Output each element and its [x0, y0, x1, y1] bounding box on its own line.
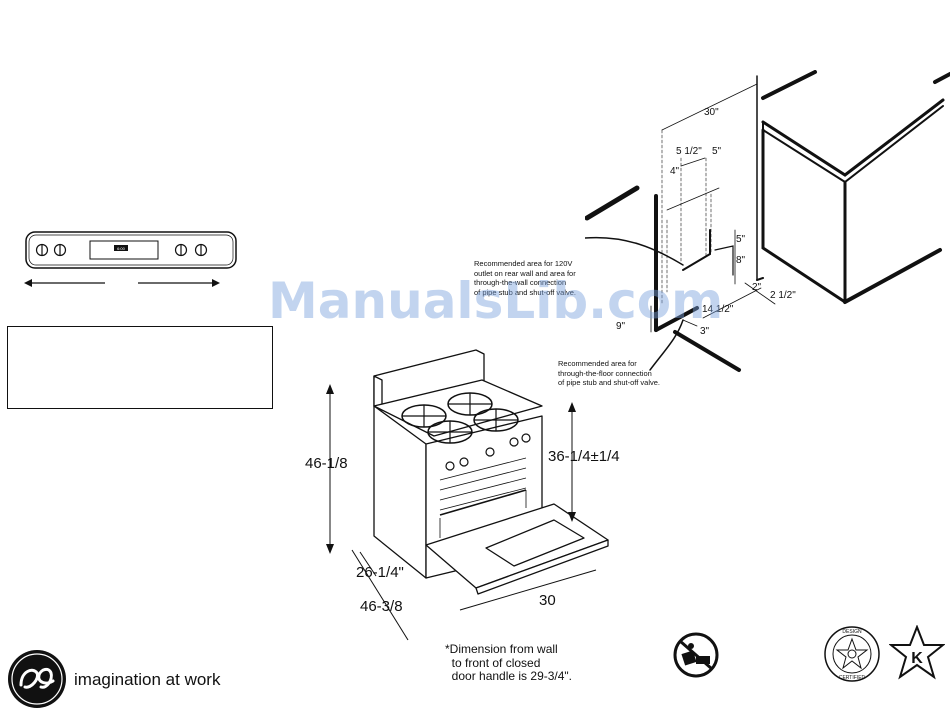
install-dim-f: 2" — [752, 282, 762, 293]
range-width-label: 30 — [539, 592, 556, 609]
install-width-label: 30" — [704, 107, 719, 118]
seal-top-text: DESIGN — [842, 629, 862, 635]
install-dim-d: 5" — [736, 234, 746, 245]
panel-display-text: 6:00 — [117, 246, 126, 251]
brand-tagline: imagination at work — [74, 670, 221, 689]
star-k-icon: K — [889, 625, 945, 680]
design-certified-seal-icon: DESIGN CERTIFIED — [824, 626, 880, 682]
floor-connection-note: Recommended area for through-the-floor c… — [558, 359, 661, 387]
installation-diagram — [585, 70, 950, 372]
footnote: *Dimension from wall to front of closed … — [445, 642, 573, 683]
range-depth-label: 26-1/4" — [356, 564, 404, 581]
install-dim-b: 5" — [712, 146, 722, 157]
control-panel-illustration: 6:00 — [24, 231, 237, 287]
install-dim-e: 8" — [736, 255, 746, 266]
ge-logo-icon — [8, 650, 66, 708]
install-dim-i: 9" — [616, 321, 626, 332]
star-k-letter: K — [911, 650, 923, 667]
install-dim-j: 3" — [700, 326, 710, 337]
counter-height-label: 36-1/4±1/4 — [548, 448, 620, 465]
range-illustration — [326, 349, 609, 641]
install-dim-c: 4" — [670, 166, 680, 177]
range-depth-open-label: 46-3/8 — [360, 598, 403, 615]
watermark: ManualsLib.com — [268, 272, 724, 330]
anti-tip-icon — [673, 632, 719, 678]
range-height-label: 46-1/8 — [305, 455, 348, 472]
seal-bottom-text: CERTIFIED — [839, 675, 866, 681]
install-dim-a: 5 1/2" — [676, 146, 702, 157]
blank-info-box — [7, 326, 273, 409]
wall-connection-note: Recommended area for 120V outlet on rear… — [474, 259, 577, 297]
install-dim-h: 14 1/2" — [702, 304, 734, 315]
install-dim-g: 2 1/2" — [770, 290, 796, 301]
